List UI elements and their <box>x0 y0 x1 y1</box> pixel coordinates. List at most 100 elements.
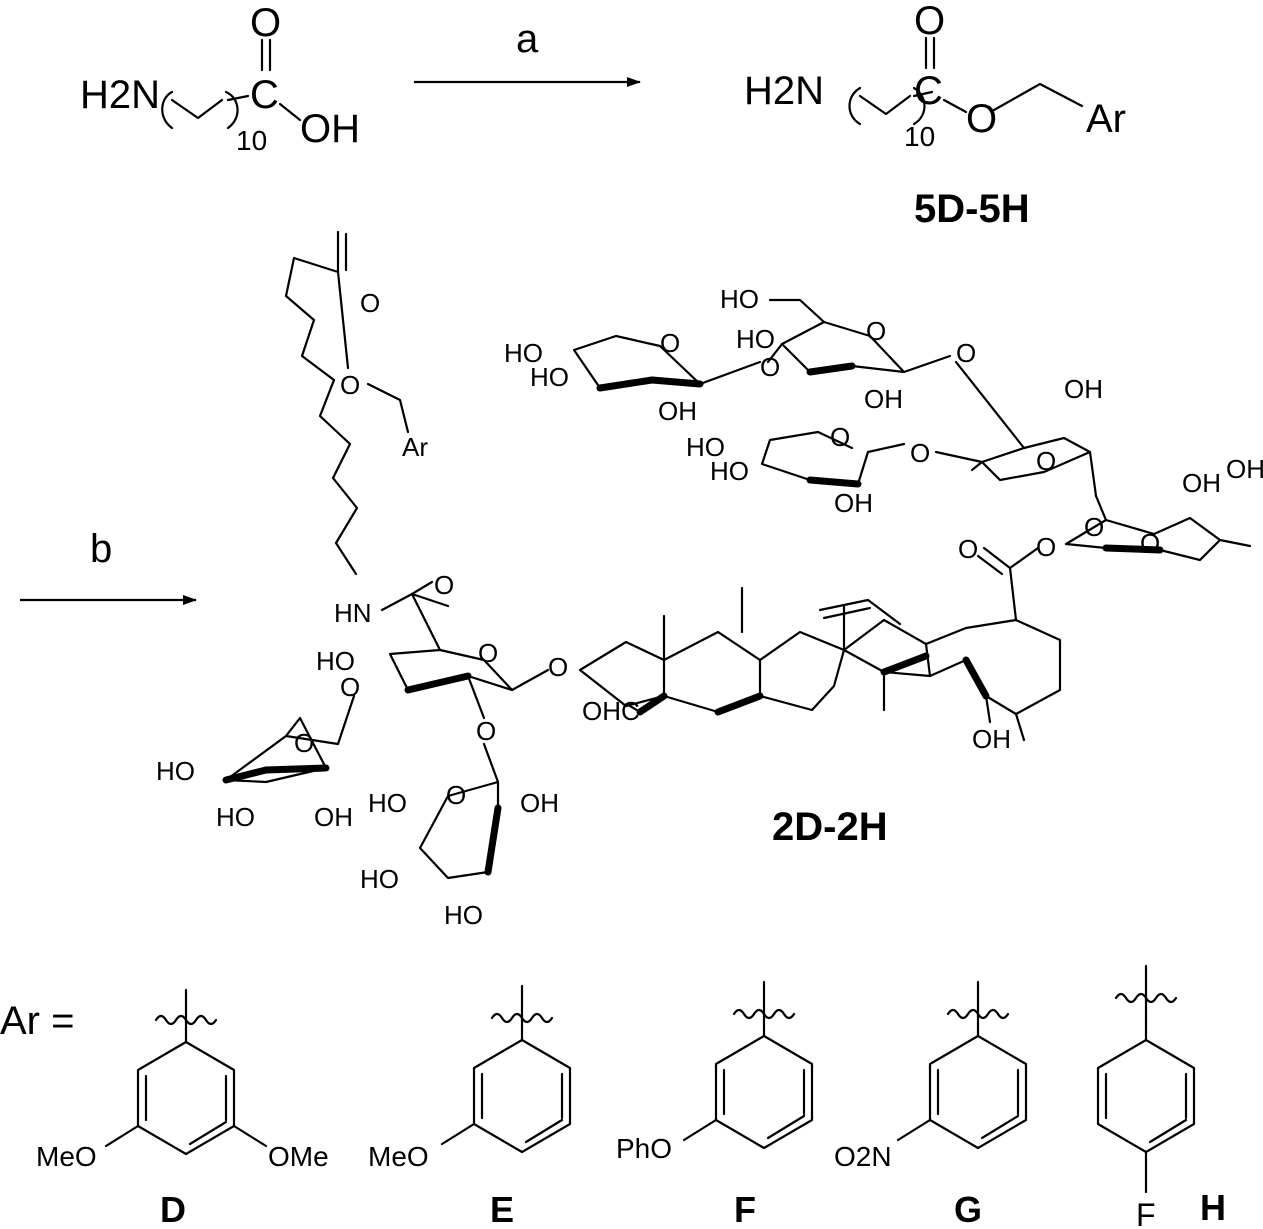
glc-bold-edge <box>806 362 856 376</box>
ar-f-structure: PhO <box>616 980 814 1164</box>
ar-label: Ar = <box>0 999 74 1043</box>
ar-d-ring <box>136 1040 236 1156</box>
ar-d-ome1-bond <box>104 1124 140 1148</box>
ar-h-double3 <box>1148 1118 1188 1144</box>
linker-benzyl-bond <box>366 382 410 434</box>
ar-f-wavy <box>732 1008 796 1020</box>
rha-ring-o: O <box>294 728 314 758</box>
linker-ar: Ar <box>402 432 428 462</box>
ar-g-structure: O2N <box>834 980 1028 1172</box>
xyl1-bold-edge <box>596 376 656 392</box>
rha2-methyl <box>970 460 984 472</box>
product-ester-bond <box>942 98 968 114</box>
xyl2-o-link: O <box>910 438 930 468</box>
gal-ho1: HO <box>368 788 407 818</box>
amide-carbonyl <box>410 580 434 596</box>
gal-bold-edge <box>484 804 502 876</box>
glc-ch2oh <box>768 298 826 324</box>
aglycone-o: O <box>548 652 568 682</box>
rha-ho1: HO <box>156 756 195 786</box>
ar-e-ome-bond <box>440 1122 476 1146</box>
product-label-5d-5h: 5D-5H <box>914 187 1030 231</box>
reactant-c: C <box>250 73 279 117</box>
linker-ester-bond <box>336 270 350 370</box>
aglycone-bold2 <box>880 652 930 676</box>
ar-g-o2n: O2N <box>834 1141 892 1172</box>
aglycone-ring-a <box>578 640 666 708</box>
xyl1-ring-o: O <box>660 328 680 358</box>
reactant-o: O <box>250 1 281 45</box>
xyl1-bold-edge2 <box>648 376 704 388</box>
rha2-ring <box>980 436 1098 498</box>
aglycone-ohc: OHC <box>582 696 640 726</box>
xyl2-ring-o: O <box>830 422 850 452</box>
rha-bold-edge <box>222 766 270 784</box>
glc-ho1: HO <box>720 284 759 314</box>
product-bond <box>912 90 934 98</box>
reactant-subscript: 10 <box>236 125 267 156</box>
ar-e-wavy <box>490 1012 554 1024</box>
c28-carbonyl <box>982 546 1012 570</box>
xyl2-oh: OH <box>834 488 873 518</box>
ar-h-wavy <box>1114 992 1178 1004</box>
ar-e-double3 <box>524 1118 564 1144</box>
ohc-bond <box>628 704 642 714</box>
rha-oh: OH <box>314 802 353 832</box>
ar-f-ring <box>714 1034 814 1150</box>
fuc-bold-edge <box>1102 544 1164 554</box>
rha2-oh: OH <box>1064 374 1103 404</box>
xyl1-o-link: O <box>760 352 780 382</box>
xyl2-bold-edge <box>806 476 862 488</box>
ar-d-ome: OMe <box>268 1141 329 1172</box>
ar-d-double3 <box>188 1120 228 1146</box>
glcA-o-gal-link: O <box>476 716 496 746</box>
linker-chain <box>284 230 359 576</box>
ar-g-double3 <box>980 1114 1020 1140</box>
ar-d-meo: MeO <box>36 1141 97 1172</box>
aglycone-bold3 <box>962 656 990 700</box>
ar-e-ring <box>472 1038 572 1154</box>
glcA-gal-bond <box>466 674 486 720</box>
fuc-o-link: O <box>1084 512 1104 542</box>
ar-f-pho: PhO <box>616 1133 672 1164</box>
rha2-ring-o: O <box>1036 446 1056 476</box>
ar-e-label: E <box>490 1189 514 1229</box>
ar-g-label: G <box>954 1189 982 1229</box>
rha-ho2: HO <box>216 802 255 832</box>
ar-h-f: F <box>1136 1197 1156 1229</box>
reactant-oh-bond <box>278 102 302 122</box>
product-aryl-ester: H2N 10 C O O Ar <box>744 0 1126 152</box>
gal-ho3: HO <box>444 900 483 930</box>
glcA-ring-o: O <box>478 638 498 668</box>
aglycone-ring-c <box>758 630 846 712</box>
linker-o-carbonyl: O <box>360 288 380 318</box>
glcA-aglycone-bond <box>510 668 550 692</box>
aglycone-bold4 <box>636 692 668 716</box>
product-benzyl-bond <box>992 82 1084 112</box>
xyl2-ring <box>760 430 906 486</box>
glc-ho2: HO <box>736 324 775 354</box>
ar-f-double3 <box>766 1114 806 1140</box>
glc-o-link: O <box>956 338 976 368</box>
glc-ring-o: O <box>866 316 886 346</box>
ar-d-label: D <box>160 1189 186 1229</box>
saponin-conjugate-structure: O O Ar HN O O HO O O O O HO HO OH O HO O… <box>156 230 1263 930</box>
product-h2n: H2N <box>744 69 824 113</box>
reactant-bond <box>226 94 250 102</box>
fuc-link-bond <box>1094 494 1108 522</box>
product-o-carbonyl: O <box>914 0 945 43</box>
ar-h-ring <box>1096 1038 1196 1154</box>
ar-d-ome2-bond <box>232 1124 268 1148</box>
glcA-bold-edge <box>404 672 472 694</box>
product-ar: Ar <box>1086 97 1126 141</box>
amide-o: O <box>434 570 454 600</box>
xyl1-oh: OH <box>658 396 697 426</box>
fuc-oh2: OH <box>1226 454 1263 484</box>
aglycone-ring-e <box>924 618 1062 716</box>
reactant-paren-left <box>161 90 174 130</box>
glcA-o-rha-link: O <box>340 672 360 702</box>
ar-h-label: H <box>1200 1187 1226 1228</box>
product-paren-left <box>848 86 862 126</box>
rha-ring <box>224 694 356 784</box>
